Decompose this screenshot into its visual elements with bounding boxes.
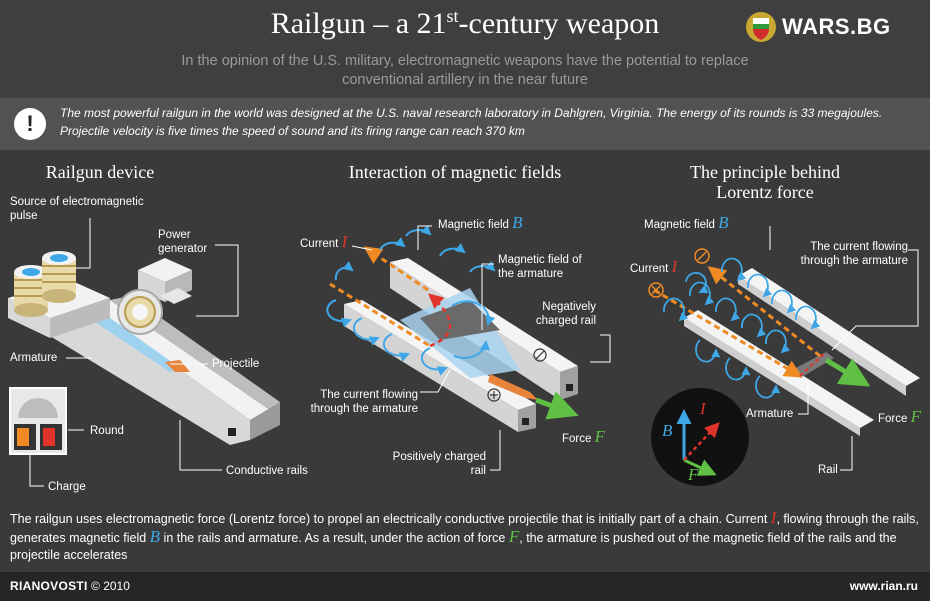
- footer: RIANOVOSTI © 2010 www.rian.ru: [0, 572, 930, 601]
- copyright: RIANOVOSTI © 2010: [10, 579, 130, 593]
- negative-rail-label: Negatively charged rail: [535, 301, 596, 327]
- axis-i-symbol: I: [700, 399, 706, 418]
- shield-icon: [746, 12, 776, 42]
- projectile-label: Projectile: [212, 358, 260, 370]
- lorentz-force-illustration: [648, 226, 920, 488]
- info-text: The most powerful railgun in the world w…: [60, 106, 883, 138]
- info-bar: ! The most powerful railgun in the world…: [0, 98, 930, 150]
- page-title: Railgun – a 21st-century weapon: [270, 6, 660, 40]
- power-generator-label: Power generator: [158, 229, 208, 255]
- current-label: Current I: [300, 232, 348, 251]
- explanation-text: The railgun uses electromagnetic force (…: [10, 508, 919, 562]
- armature-field-label: Magnetic field of the armature: [498, 254, 582, 280]
- force-label: Force F: [562, 427, 605, 446]
- lorentz-current-label: Current I: [630, 257, 678, 276]
- lorentz-armature-label: Armature: [746, 408, 794, 420]
- interaction-section-title: Interaction of magnetic fields: [348, 162, 562, 182]
- rail-label: Rail: [818, 464, 838, 476]
- diagram-artwork: [8, 218, 920, 488]
- charge-label: Charge: [48, 481, 86, 493]
- header: Railgun – a 21st-century weapon In the o…: [0, 0, 930, 98]
- railgun-device-illustration: [8, 218, 280, 487]
- armature-label: Armature: [10, 352, 58, 364]
- lorentz-section-title: The principle behind Lorentz force: [690, 162, 840, 202]
- magnetic-field-interaction-illustration: [326, 224, 611, 471]
- logo-text: WARS.BG: [782, 14, 891, 39]
- source-label: Source of electromagnetic pulse: [10, 196, 144, 222]
- round-label: Round: [90, 425, 124, 437]
- positive-rail-label: Positively charged rail: [392, 451, 486, 477]
- device-section-title: Railgun device: [45, 162, 155, 182]
- wars-bg-logo[interactable]: WARS.BG: [744, 10, 924, 44]
- exclamation-icon: !: [14, 108, 46, 140]
- conductive-rails-label: Conductive rails: [226, 465, 308, 477]
- lorentz-force-label: Force F: [878, 407, 921, 426]
- lorentz-magnetic-field-label: Magnetic field B: [644, 213, 729, 232]
- lorentz-armature-current-label: The current flowing through the armature: [800, 241, 908, 267]
- armature-current-label: The current flowing through the armature: [310, 389, 418, 415]
- magnetic-field-label: Magnetic field B: [438, 213, 523, 232]
- source-link[interactable]: www.rian.ru: [849, 579, 918, 593]
- page-subtitle: In the opinion of the U.S. military, ele…: [181, 53, 749, 88]
- axis-b-symbol: B: [662, 421, 673, 440]
- axis-f-symbol: F: [688, 465, 699, 484]
